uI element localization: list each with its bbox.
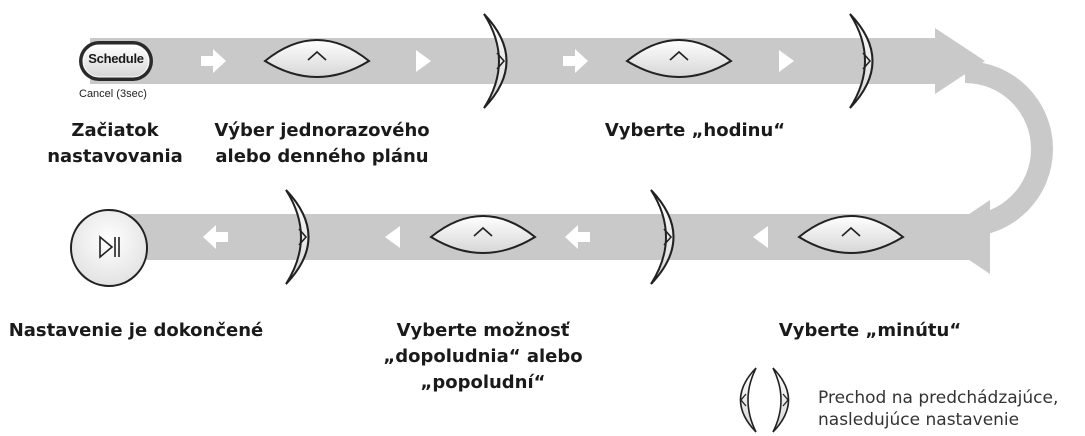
- flow-band-turn: [965, 61, 1053, 237]
- legend-next-icon: [772, 367, 790, 433]
- arrow-left-icon: [753, 226, 768, 248]
- up-button[interactable]: [263, 39, 371, 78]
- flow-band-return-arrowhead: [935, 200, 990, 274]
- step-label-minute: Vyberte „minútu“: [778, 320, 962, 341]
- step-label-done: Nastavenie je dokončené: [8, 320, 264, 341]
- chevron-right-icon: [298, 228, 308, 246]
- chevron-right-icon: [782, 393, 789, 407]
- chevron-right-icon: [663, 228, 673, 246]
- next-button[interactable]: [285, 189, 310, 285]
- up-button[interactable]: [625, 39, 733, 78]
- arrow-right-icon: [201, 49, 226, 73]
- step-label-ampm: Vyberte možnosť „dopoludnia“ alebo „popo…: [383, 320, 583, 393]
- arrow-right-icon: [563, 49, 588, 73]
- step-label-plan: Výber jednorazového alebo denného plánu: [214, 120, 430, 167]
- arrow-left-icon: [385, 226, 400, 248]
- arrow-right-icon: [416, 50, 431, 72]
- schedule-button[interactable]: [79, 41, 153, 81]
- legend-description: Prechod na predchádzajúce, nasledujúce n…: [818, 388, 1059, 430]
- play-pause-button[interactable]: [70, 209, 148, 287]
- next-button[interactable]: [650, 189, 675, 285]
- up-button[interactable]: [429, 215, 537, 254]
- chevron-left-icon: [740, 393, 747, 407]
- chevron-up-icon: [841, 226, 861, 237]
- chevron-right-icon: [862, 52, 872, 70]
- step-label-start: Začiatok nastavovania: [47, 120, 183, 167]
- next-button[interactable]: [483, 13, 508, 109]
- play-pause-icon: [99, 235, 114, 259]
- next-button[interactable]: [849, 13, 874, 109]
- up-button[interactable]: [797, 215, 905, 254]
- arrow-right-icon: [779, 50, 794, 72]
- chevron-up-icon: [473, 226, 493, 237]
- cancel-hint: Cancel (3sec): [79, 88, 147, 100]
- chevron-up-icon: [669, 50, 689, 61]
- chevron-right-icon: [496, 52, 506, 70]
- arrow-left-icon: [565, 225, 590, 249]
- flow-band-return: [120, 214, 975, 260]
- arrow-left-icon: [203, 225, 228, 249]
- step-label-hour: Vyberte „hodinu“: [604, 120, 786, 141]
- schedule-button-label: Schedule: [88, 51, 144, 66]
- chevron-up-icon: [307, 50, 327, 61]
- legend-prev-icon: [739, 367, 757, 433]
